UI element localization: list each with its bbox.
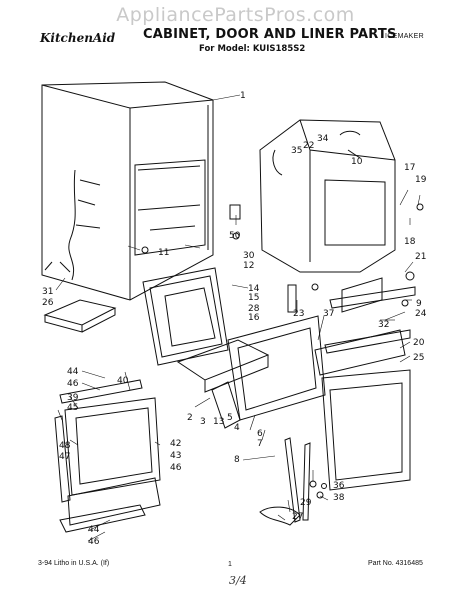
part-number: Part No. 4316485 [368, 560, 423, 567]
callout-36: 36 [333, 481, 345, 491]
cabinet-drawing [41, 81, 214, 301]
switch-drawing [229, 204, 241, 220]
callout-1: 1 [240, 91, 246, 101]
callout-30: 30 [243, 251, 255, 261]
page-number: 1 [228, 561, 232, 568]
callout-50: 50 [229, 231, 241, 241]
page-title: CABINET, DOOR AND LINER PARTS [143, 27, 397, 42]
brand-logo: KitchenAid [40, 31, 116, 45]
callout-17: 17 [404, 163, 415, 173]
callout-24: 24 [415, 309, 427, 319]
liner-drawing [259, 119, 396, 273]
callout-25: 25 [413, 353, 424, 363]
callout-26: 26 [42, 298, 54, 308]
callout-37: 37 [323, 309, 334, 319]
callout-20: 20 [413, 338, 425, 348]
callout-6: 6 [257, 429, 263, 439]
callout-35: 35 [291, 146, 302, 156]
leader-lines [55, 94, 421, 542]
callout-46-upper: 46 [67, 379, 79, 389]
callout-2: 2 [187, 413, 193, 423]
insulation-block-drawing [43, 299, 117, 333]
callout-16: 16 [248, 313, 260, 323]
callout-47: 47 [59, 452, 70, 462]
callout-23: 23 [293, 309, 304, 319]
handwritten-note: 3/4 [229, 574, 247, 587]
callout-39: 39 [67, 393, 79, 403]
callout-21: 21 [415, 252, 426, 262]
callout-9: 9 [416, 299, 422, 309]
callout-28: 28 [248, 304, 260, 314]
callout-labels: 1 34 22 10 35 17 19 18 21 50 30 12 11 31… [42, 91, 427, 547]
callout-4: 4 [234, 423, 240, 433]
model-line: For Model: KUIS185S2 [199, 44, 306, 54]
callout-3: 3 [200, 417, 206, 427]
callout-48: 48 [59, 441, 71, 451]
callout-32: 32 [378, 320, 389, 330]
hardware-drawing [141, 203, 424, 526]
callout-15: 15 [248, 293, 259, 303]
callout-38: 38 [333, 493, 345, 503]
watermark: AppliancePartsPros.com [116, 4, 355, 26]
toe-grille-drawing [59, 504, 146, 533]
inner-door-drawing [211, 315, 326, 429]
callout-13: 13 [213, 417, 224, 427]
callout-22: 22 [303, 141, 314, 151]
callout-40: 40 [117, 376, 129, 386]
callout-42: 42 [170, 439, 181, 449]
callout-19: 19 [415, 175, 427, 185]
callout-7: 7 [257, 439, 263, 449]
shelf-drawing [176, 339, 270, 393]
front-door-drawing [54, 379, 161, 526]
callout-8: 8 [234, 455, 240, 465]
callout-11: 11 [158, 248, 169, 258]
callout-5: 5 [227, 413, 233, 423]
callout-46-lower: 46 [88, 537, 100, 547]
callout-43: 43 [170, 451, 181, 461]
cup-drawing [287, 284, 297, 313]
callout-29: 29 [300, 498, 312, 508]
callout-14: 14 [248, 284, 260, 294]
callout-27: 27 [292, 512, 303, 522]
callout-45: 45 [67, 403, 78, 413]
print-info: 3-94 Litho in U.S.A. (If) [38, 560, 110, 567]
callout-46-mid: 46 [170, 463, 182, 473]
callout-31: 31 [42, 287, 53, 297]
door-frame-drawing [142, 267, 229, 366]
callout-10: 10 [351, 157, 363, 167]
callout-34: 34 [317, 134, 329, 144]
callout-44-lower: 44 [88, 525, 100, 535]
callout-18: 18 [404, 237, 416, 247]
outer-door-drawing [314, 329, 411, 491]
gasket-drawing [324, 286, 416, 354]
callout-12: 12 [243, 261, 254, 271]
section-tag: ICEMAKER [385, 33, 424, 40]
wiring-harness-drawing [44, 169, 101, 281]
callout-44-upper: 44 [67, 367, 79, 377]
